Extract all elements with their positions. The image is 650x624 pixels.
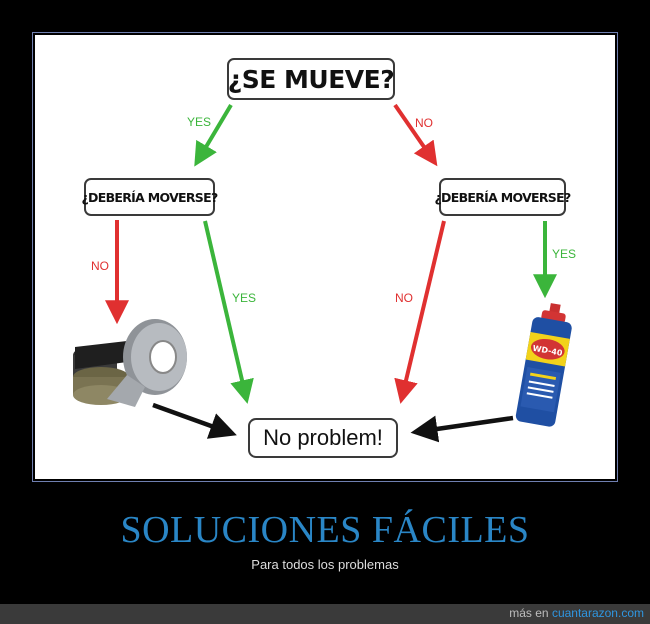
caption-title: SOLUCIONES FÁCILES — [120, 509, 530, 551]
arrow-left-yes — [203, 220, 254, 404]
footer-site-link[interactable]: cuantarazon.com — [551, 606, 644, 620]
caption-subtitle: Para todos los problemas — [251, 557, 399, 572]
arrow-start-no — [393, 103, 438, 167]
left-question: ¿DEBERÍA MOVERSE? — [81, 189, 219, 205]
label-left-no: NO — [91, 259, 109, 273]
poster-frame — [32, 32, 618, 482]
arrow-right-no — [394, 220, 446, 404]
label-start-no: NO — [415, 116, 433, 130]
footer-text: más en cuantarazon.com — [509, 606, 644, 620]
start-question: ¿SE MUEVE? — [227, 64, 395, 94]
right-question: ¿DEBERÍA MOVERSE? — [434, 189, 572, 205]
arrow-spray-to-result — [410, 415, 514, 443]
arrow-start-yes — [194, 103, 233, 167]
result-box: No problem! — [248, 418, 398, 458]
duct-tape-icon — [73, 319, 187, 407]
arrow-tape-to-result — [152, 402, 237, 439]
label-right-no: NO — [395, 291, 413, 305]
result-label: No problem! — [263, 425, 383, 450]
start-question-box: ¿SE MUEVE? — [227, 58, 395, 100]
label-start-yes: YES — [187, 115, 212, 129]
footer-prefix: más en — [509, 606, 549, 620]
label-left-yes: YES — [232, 291, 257, 305]
footer-bar: más en cuantarazon.com — [0, 604, 650, 624]
flowchart-image: WD-40 ¿SE MUEVE? ¿DEBERÍA MOVERSE? ¿DEBE… — [35, 35, 615, 479]
label-right-yes: YES — [552, 247, 577, 261]
flowchart-arrows: WD-40 — [73, 103, 572, 443]
right-question-box: ¿DEBERÍA MOVERSE? — [435, 178, 571, 216]
left-question-box: ¿DEBERÍA MOVERSE? — [81, 178, 219, 216]
spray-can-icon: WD-40 — [515, 303, 572, 427]
